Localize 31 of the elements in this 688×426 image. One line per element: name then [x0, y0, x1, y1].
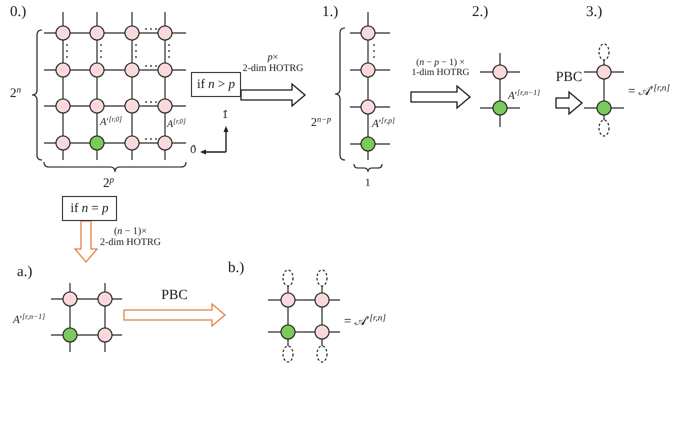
- edge-label: PBC: [161, 288, 188, 304]
- block-arrow: [555, 90, 583, 116]
- brace-label: 1: [365, 177, 370, 190]
- tensor-label: A′$^{[r,p]}$: [372, 118, 396, 131]
- edge-label: PBC: [556, 70, 582, 86]
- tensor-label: A′$^{[r,0]}$: [100, 117, 122, 130]
- brace-label: 2$^{p}$: [103, 176, 114, 191]
- brace-label: 2$^{n}$: [10, 86, 22, 101]
- tensor-label: A$^{[r,0]}$: [167, 119, 186, 130]
- step-number: 0.): [10, 4, 26, 22]
- step-number: 2.): [472, 4, 488, 22]
- equation-label: = 𝒜′$^{[r,n]}$: [628, 84, 670, 99]
- tensor-label: A′$^{[r,n−1]}$: [13, 314, 46, 327]
- block-arrow: [240, 82, 306, 108]
- step-number: a.): [17, 264, 32, 282]
- axis-label: 0̂: [190, 145, 196, 156]
- block-arrow: [410, 84, 471, 110]
- condition-box: if n = p: [62, 196, 117, 221]
- equation-label: = 𝒜′$^{[r,n]}$: [344, 314, 386, 329]
- axis-label: 1̂: [222, 110, 228, 122]
- step-number: 1.): [322, 4, 338, 22]
- edge-label: (n − p − 1) × 1-dim HOTRG: [412, 58, 470, 79]
- step-number: 3.): [586, 4, 602, 22]
- condition-box: if n > p: [191, 72, 241, 97]
- block-arrow: [123, 302, 226, 328]
- edge-label: p× 2-dim HOTRG: [242, 52, 304, 74]
- block-arrow: [74, 220, 98, 263]
- brace-label: 2$^{n−p}$: [311, 116, 332, 130]
- tensor-label: A′$^{[r,n−1]}$: [508, 90, 540, 103]
- edge-label: (n − 1)× 2-dim HOTRG: [100, 226, 161, 248]
- step-number: b.): [228, 260, 244, 278]
